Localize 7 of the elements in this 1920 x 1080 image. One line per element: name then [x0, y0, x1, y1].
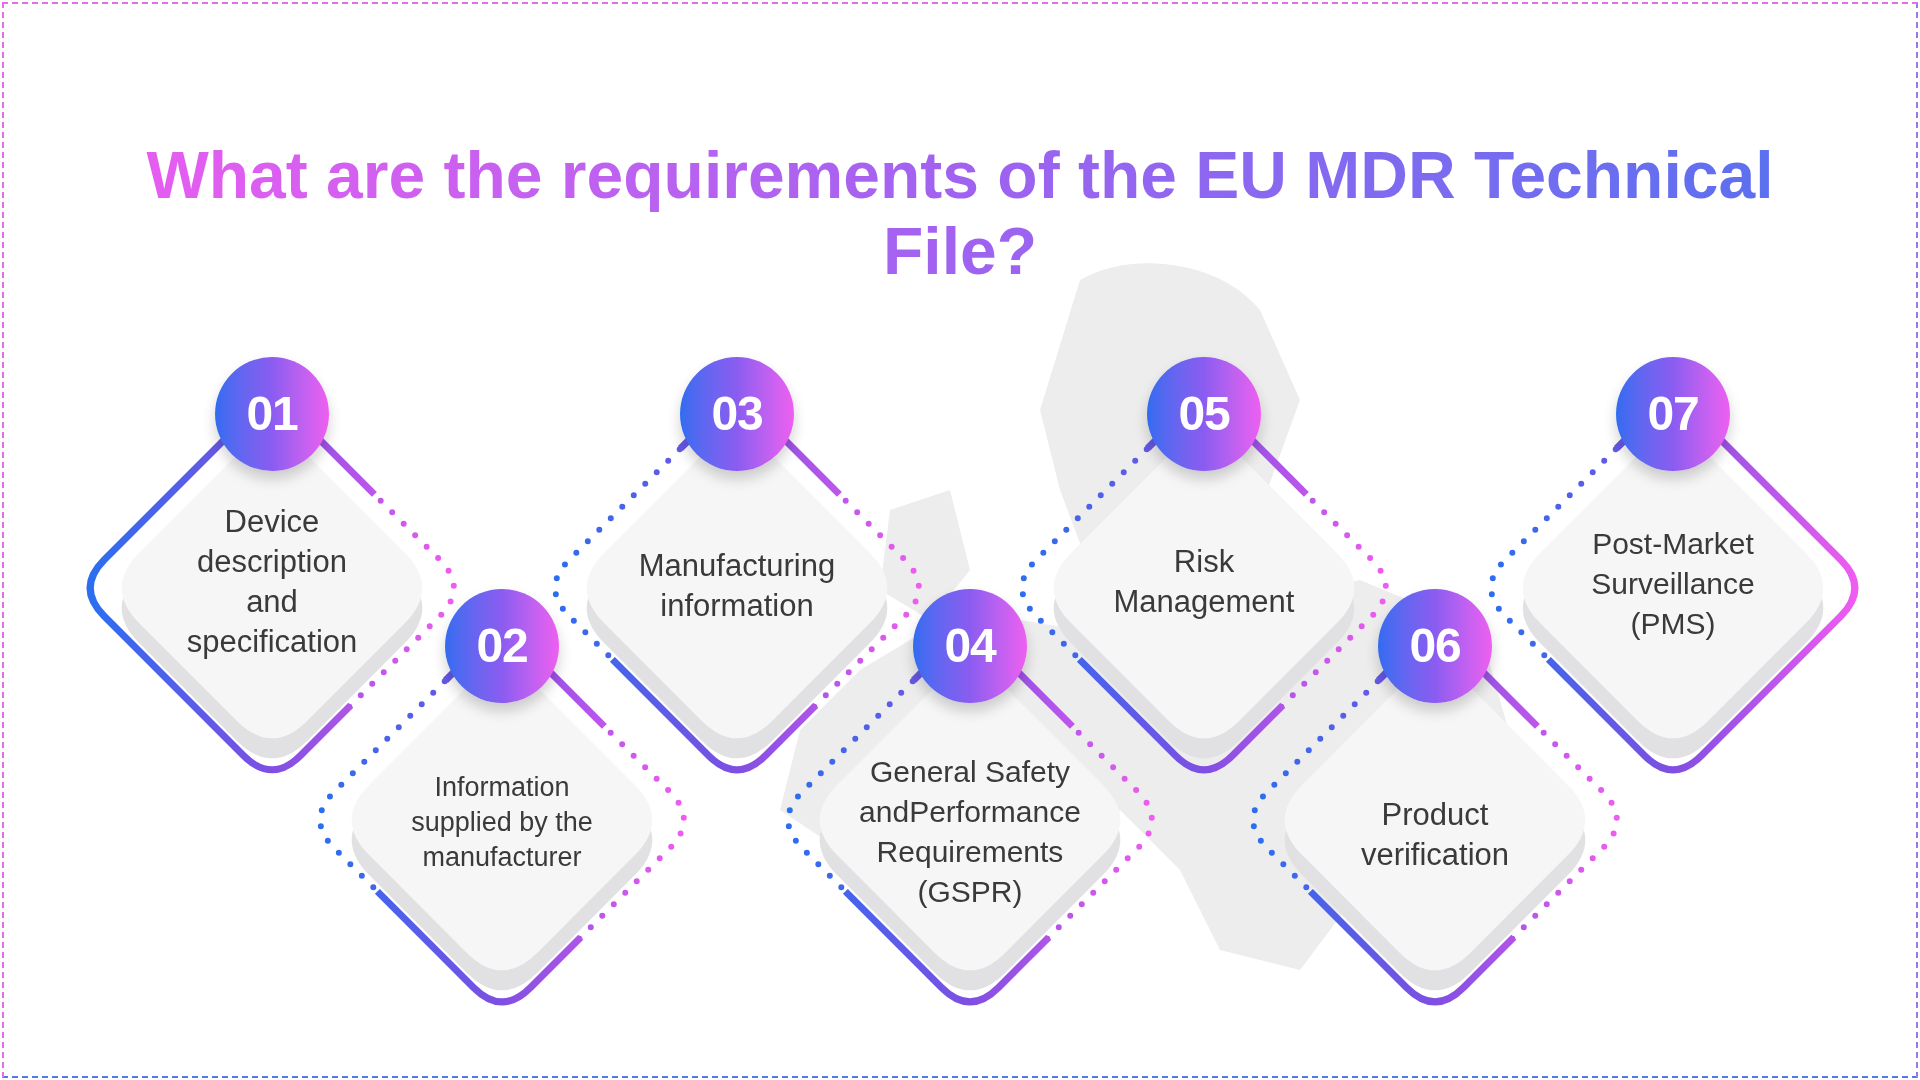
step-text: Manufacturing information — [637, 547, 837, 625]
step-text: General Safety andPerformance Requirements (GSPR) — [858, 754, 1082, 910]
step-text: Device description and specification — [185, 503, 359, 661]
step-text: Product verification — [1359, 796, 1511, 874]
step-text: Information supplied by the manufacturer — [410, 770, 594, 874]
step-text: Post-Market Surveillance (PMS) — [1590, 526, 1756, 642]
step-text: Risk Management — [1112, 543, 1296, 621]
